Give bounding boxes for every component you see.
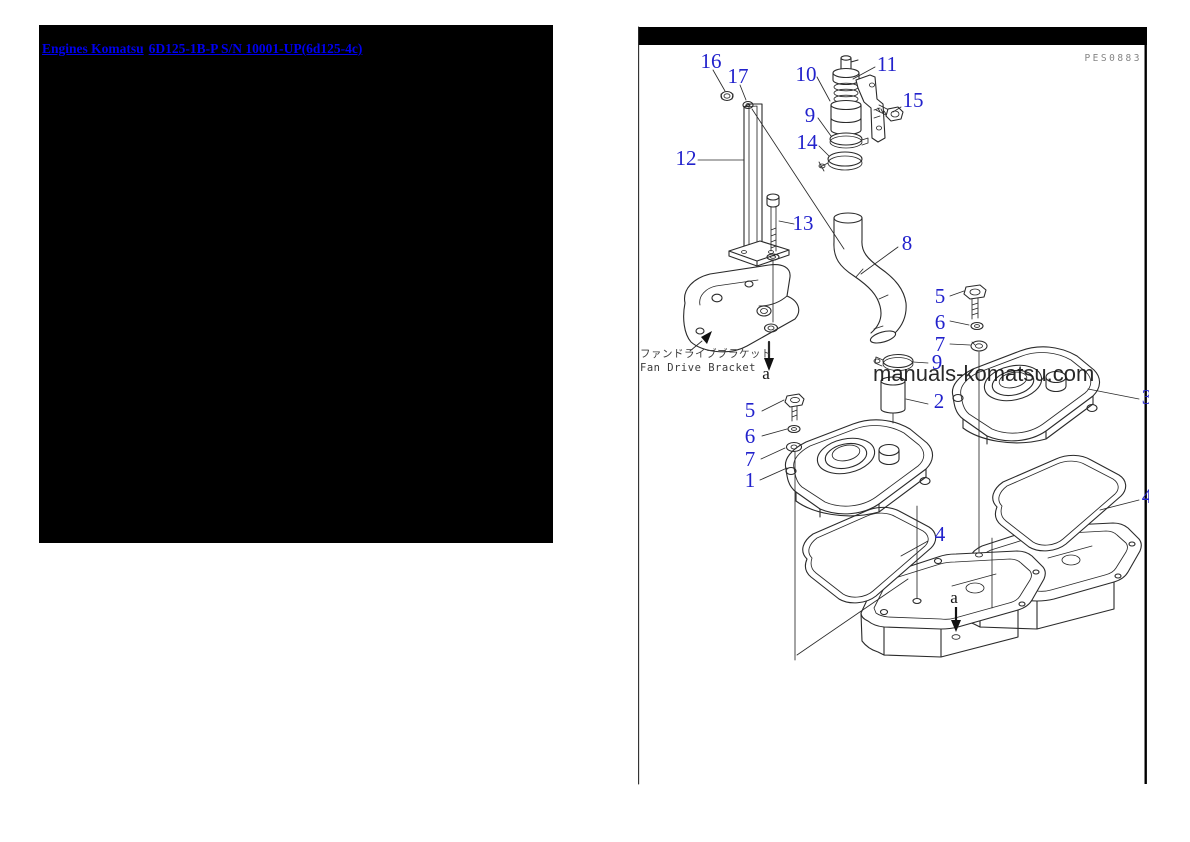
arrow-a-left xyxy=(764,358,774,371)
fan-bracket-pointer xyxy=(689,331,712,352)
callout-15: 15 xyxy=(903,88,924,112)
callout-7-left: 7 xyxy=(745,447,756,471)
plate-code: PES0883 xyxy=(1084,53,1142,64)
callout-4-left: 4 xyxy=(935,522,946,546)
bolt-group-right-5-6-7 xyxy=(963,284,988,558)
callout-17: 17 xyxy=(728,64,749,88)
breadcrumb-link-model[interactable]: 6D125-1B-P S/N 10001-UP(6d125-4c) xyxy=(148,41,363,56)
nut-part-16 xyxy=(720,90,734,102)
breather-assembly-part-10-11 xyxy=(830,55,862,136)
clamp-part-9-upper xyxy=(829,132,869,149)
callout-1: 1 xyxy=(745,468,756,492)
callout-16: 16 xyxy=(701,49,722,73)
plate-frame xyxy=(638,26,1147,785)
parts-list-panel: Engines Komatsu 6D125-1B-P S/N 10001-UP(6… xyxy=(39,25,553,543)
callout-2: 2 xyxy=(934,389,945,413)
bolt-group-left-5-6-7 xyxy=(784,393,805,661)
clamp-part-9-lower xyxy=(873,353,914,371)
valve-cover-left-part-1 xyxy=(784,419,934,518)
breadcrumb: Engines Komatsu 6D125-1B-P S/N 10001-UP(6… xyxy=(42,41,367,57)
callout-labels: 16 17 10 11 15 9 14 12 13 8 5 6 7 9 2 3 … xyxy=(676,49,1150,546)
callout-10: 10 xyxy=(796,62,817,86)
stand-part-12 xyxy=(728,103,790,267)
fan-bracket-label-jp: ファンドライブブラケット xyxy=(640,347,772,360)
exploded-parts-diagram: PES0883 xyxy=(638,26,1150,785)
washer-part-17 xyxy=(742,100,754,110)
callout-4-right: 4 xyxy=(1142,484,1149,508)
leader-lines xyxy=(697,66,1140,557)
clamp-part-14 xyxy=(818,151,863,172)
callout-9-lower: 9 xyxy=(932,350,943,374)
breadcrumb-link-engines[interactable]: Engines Komatsu xyxy=(42,41,144,56)
hose-part-8 xyxy=(833,212,907,344)
plate-top-bar xyxy=(638,27,1147,45)
ref-letter-a-head: a xyxy=(950,588,958,607)
callout-3: 3 xyxy=(1142,385,1149,409)
bolt-part-15 xyxy=(875,104,904,122)
callout-12: 12 xyxy=(676,146,697,170)
watermark-text: manuals-komatsu.com xyxy=(873,361,1094,386)
callout-5-right: 5 xyxy=(935,284,946,308)
stud-and-axis-lines xyxy=(751,108,993,656)
callout-7-right: 7 xyxy=(935,332,946,356)
fan-bracket-label-en: Fan Drive Bracket xyxy=(640,362,756,374)
callout-5-left: 5 xyxy=(745,398,756,422)
callout-9-upper: 9 xyxy=(805,103,816,127)
ref-letter-a-left: a xyxy=(762,364,770,383)
mounting-strap-part-11 xyxy=(855,74,886,143)
callout-13: 13 xyxy=(793,211,814,235)
fan-drive-bracket xyxy=(683,264,800,353)
callout-6-left: 6 xyxy=(745,424,756,448)
callout-11: 11 xyxy=(877,52,897,76)
callout-8: 8 xyxy=(902,231,913,255)
callout-6-right: 6 xyxy=(935,310,946,334)
bolt-part-13 xyxy=(763,193,780,371)
arrow-a-head xyxy=(951,620,961,632)
ref-a-head: a xyxy=(950,588,961,640)
callout-14: 14 xyxy=(797,130,819,154)
tube-part-2 xyxy=(880,376,906,424)
